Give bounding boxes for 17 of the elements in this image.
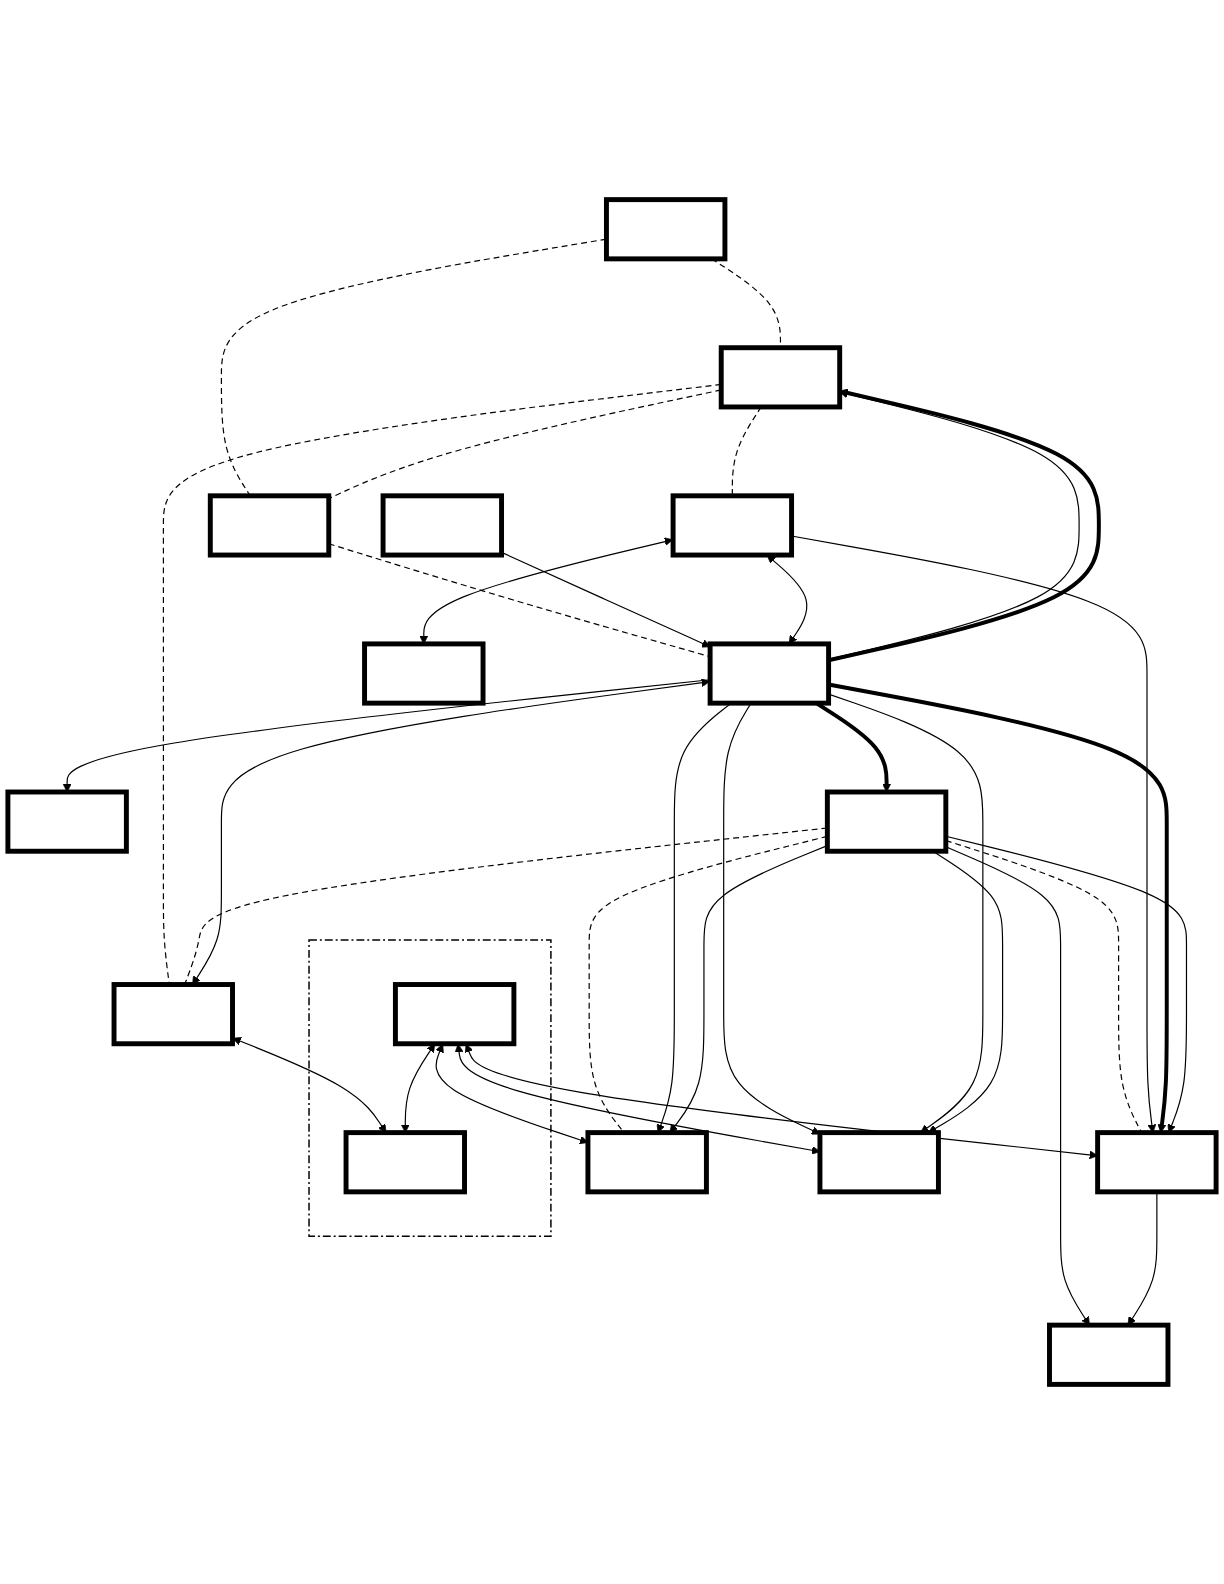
node-box [604,197,728,262]
node-box [392,982,517,1047]
node-box [817,1130,941,1195]
node-box [111,982,235,1047]
node-box [1047,1322,1171,1387]
node-box [707,641,832,706]
node-box [380,493,505,558]
node-box [343,1130,467,1195]
node-box [670,493,795,558]
node-box [1095,1130,1219,1195]
node-box [718,345,843,410]
node-box [362,641,486,706]
node-box [5,789,129,854]
node-box [824,789,949,854]
node-box [207,493,332,558]
node-box [585,1130,709,1195]
cluster [308,939,552,1237]
